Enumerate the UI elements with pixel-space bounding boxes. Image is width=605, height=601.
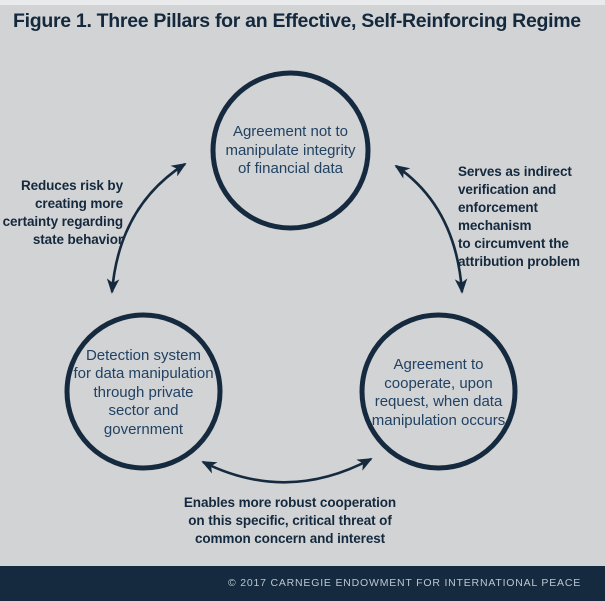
node-label-bottom-right: Agreement to cooperate, upon request, wh… bbox=[371, 356, 506, 429]
node-circle-top bbox=[210, 70, 371, 231]
page-top-strip bbox=[0, 0, 605, 5]
node-label-top: Agreement not to manipulate integrity of… bbox=[225, 123, 356, 178]
edge-label-bottom: Enables more robust cooperation on this … bbox=[183, 495, 397, 546]
node-circle-bottom-right bbox=[359, 312, 518, 471]
node-circle-bottom-left bbox=[64, 312, 223, 471]
figure-title: Figure 1. Three Pillars for an Effective… bbox=[13, 10, 581, 32]
edge-label-left: Reduces risk by creating more certainty … bbox=[2, 178, 123, 247]
cycle-arrow-bottom bbox=[201, 457, 373, 484]
footer-bar: © 2017 CARNEGIE ENDOWMENT FOR INTERNATIO… bbox=[0, 566, 605, 601]
cycle-arrow-left bbox=[106, 162, 187, 294]
cycle-arrow-right bbox=[394, 164, 468, 294]
edge-label-right: Serves as indirect verification and enfo… bbox=[458, 164, 580, 269]
node-label-bottom-left: Detection system for data manipulation t… bbox=[73, 346, 214, 438]
copyright-text: © 2017 CARNEGIE ENDOWMENT FOR INTERNATIO… bbox=[227, 577, 581, 589]
